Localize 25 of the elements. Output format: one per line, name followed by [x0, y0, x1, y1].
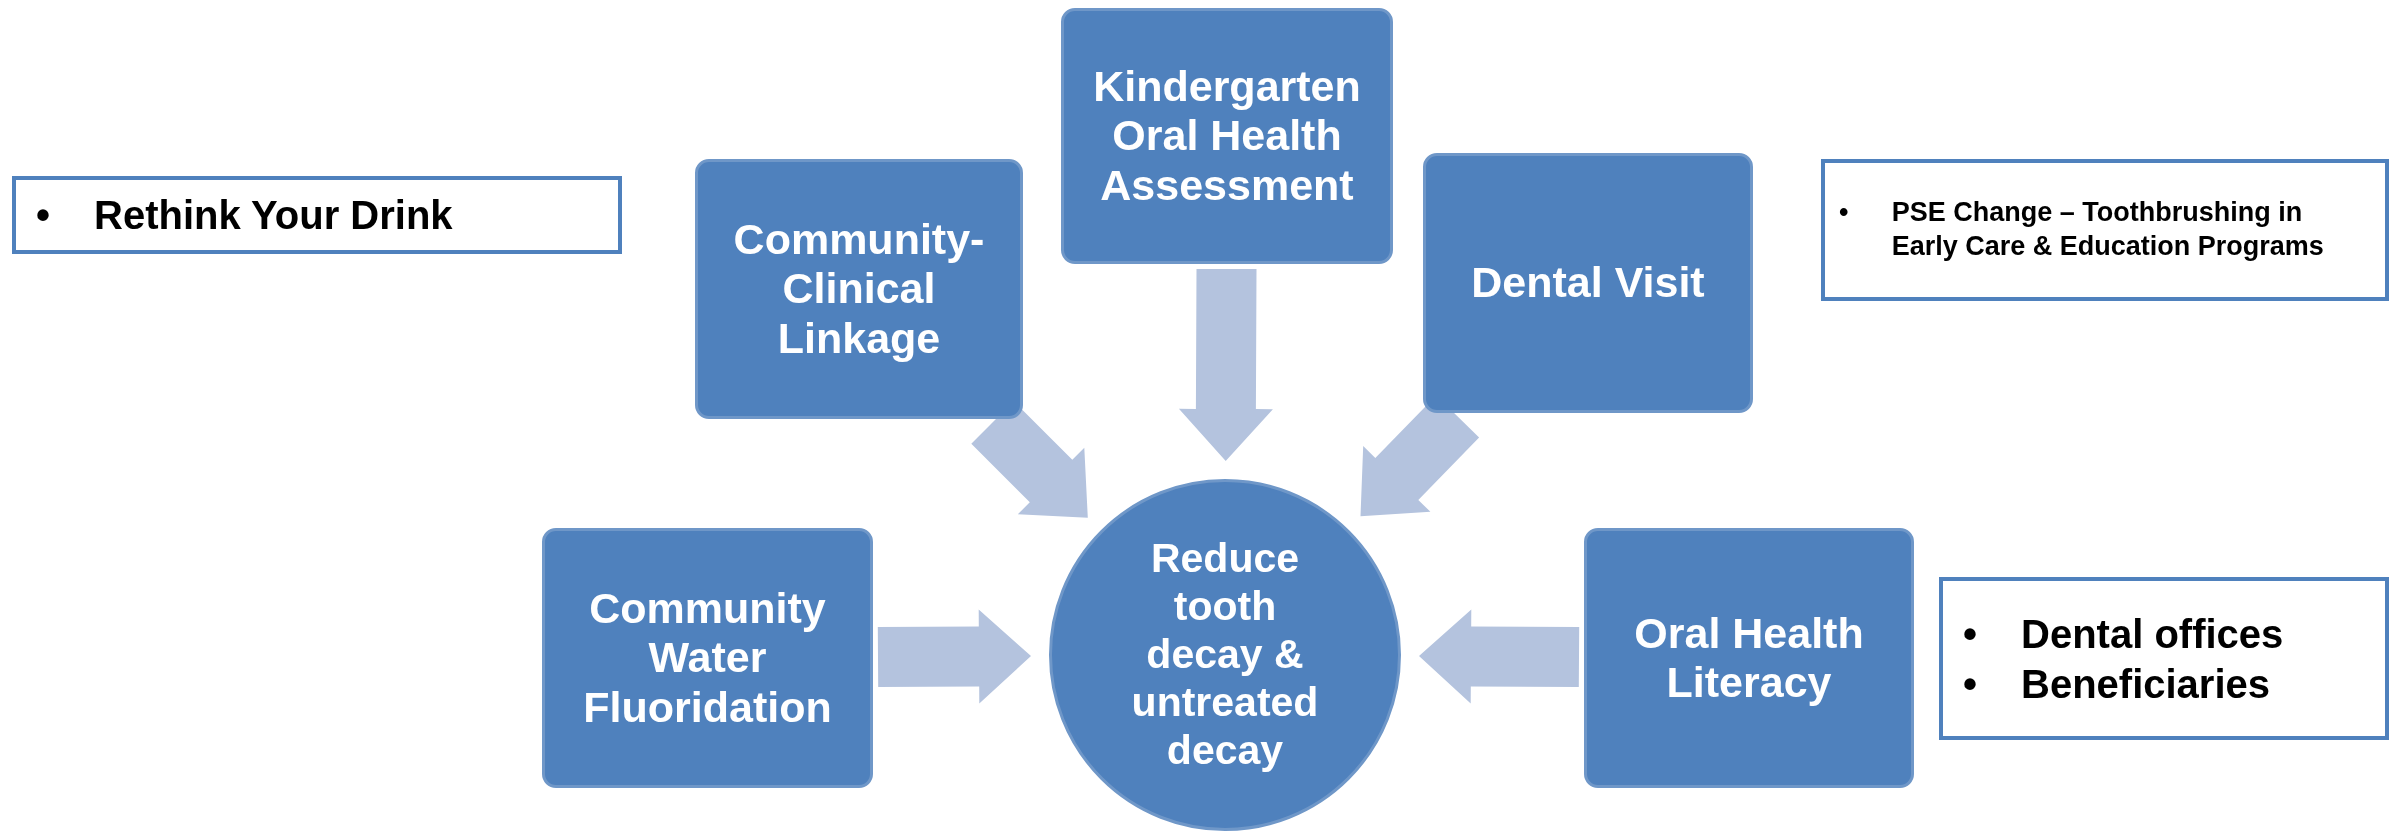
- process-box: [1423, 153, 1753, 413]
- note-box: [1821, 159, 2389, 301]
- bullet-mark: •: [1839, 196, 1849, 230]
- block-arrow: [1419, 609, 1580, 704]
- process-box: [1584, 528, 1914, 788]
- note-box: [1939, 577, 2389, 740]
- bullet-item: PSE Change – Toothbrushing in Early Care & Education Programs: [1891, 196, 2325, 263]
- box-label: Dental Visit: [1470, 258, 1706, 308]
- process-box: [695, 159, 1023, 419]
- block-arrow: [877, 609, 1031, 704]
- note-box: [12, 176, 622, 254]
- block-arrow: [1178, 268, 1273, 461]
- box-label: Kindergarten Oral Health Assessment: [1092, 61, 1362, 211]
- box-label: Community Water Fluoridation: [582, 583, 833, 733]
- box-label: Community-Clinical Linkage: [732, 214, 986, 364]
- bullet-item: Dental offices: [2021, 610, 2284, 658]
- bullet-item: Rethink Your Drink: [94, 192, 453, 239]
- bullet-mark: •: [1963, 610, 1977, 658]
- box-label: Oral Health Literacy: [1633, 608, 1865, 708]
- bullet-item: Beneficiaries: [2021, 660, 2272, 708]
- process-box: [1061, 8, 1393, 264]
- bullet-mark: •: [1963, 660, 1977, 708]
- process-box: [542, 528, 873, 788]
- bullet-mark: •: [36, 192, 50, 239]
- box-label: Reduce tooth decay & untreated decay: [1130, 535, 1320, 775]
